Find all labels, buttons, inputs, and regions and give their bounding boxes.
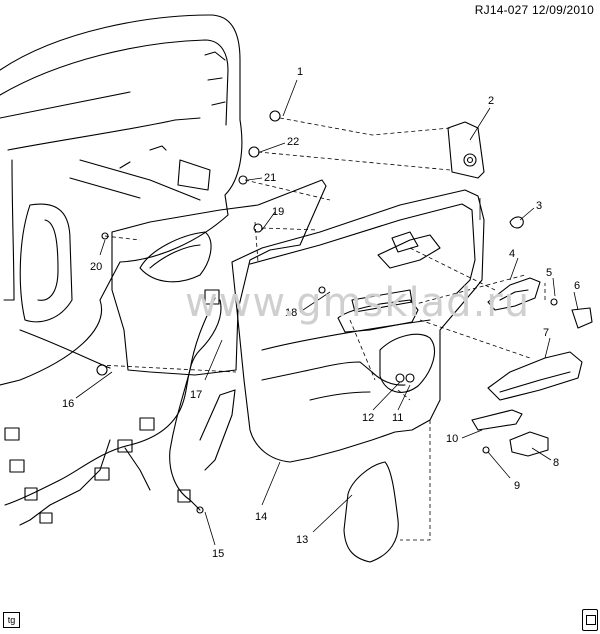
door-shell <box>0 14 243 386</box>
callout-5: 5 <box>546 267 552 279</box>
callout-15: 15 <box>212 548 224 560</box>
wiring-harness <box>4 299 222 506</box>
callout-19: 19 <box>272 206 284 218</box>
door-trim-panel <box>231 189 485 463</box>
callout-14: 14 <box>255 511 267 523</box>
callout-1: 1 <box>297 66 303 78</box>
diagram-ref: RJ14-027 <box>474 3 529 17</box>
figure-tag: tg <box>3 612 20 628</box>
diagram-date: 12/09/2010 <box>531 3 594 17</box>
callout-13: 13 <box>296 534 308 546</box>
diagram-header: RJ14-027 12/09/2010 <box>475 3 594 17</box>
sound-deadener <box>343 461 399 563</box>
water-deflector <box>111 179 327 376</box>
callout-6: 6 <box>574 280 580 292</box>
callout-2: 2 <box>488 95 494 107</box>
inside-handle <box>487 277 541 311</box>
callout-8: 8 <box>553 457 559 469</box>
callout-7: 7 <box>543 327 549 339</box>
callout-22: 22 <box>287 136 299 148</box>
callout-17: 17 <box>190 389 202 401</box>
callout-16: 16 <box>62 398 74 410</box>
callout-9: 9 <box>514 480 520 492</box>
document-icon <box>582 609 598 631</box>
callout-11: 11 <box>392 412 403 424</box>
mirror-cover <box>447 121 485 179</box>
callout-10: 10 <box>446 433 458 445</box>
callout-12: 12 <box>362 412 374 424</box>
callout-20: 20 <box>90 261 102 273</box>
callout-4: 4 <box>509 248 515 260</box>
callout-3: 3 <box>536 200 542 212</box>
switch-bezel <box>487 351 583 401</box>
callout-21: 21 <box>264 172 276 184</box>
callout-18: 18 <box>285 307 297 319</box>
